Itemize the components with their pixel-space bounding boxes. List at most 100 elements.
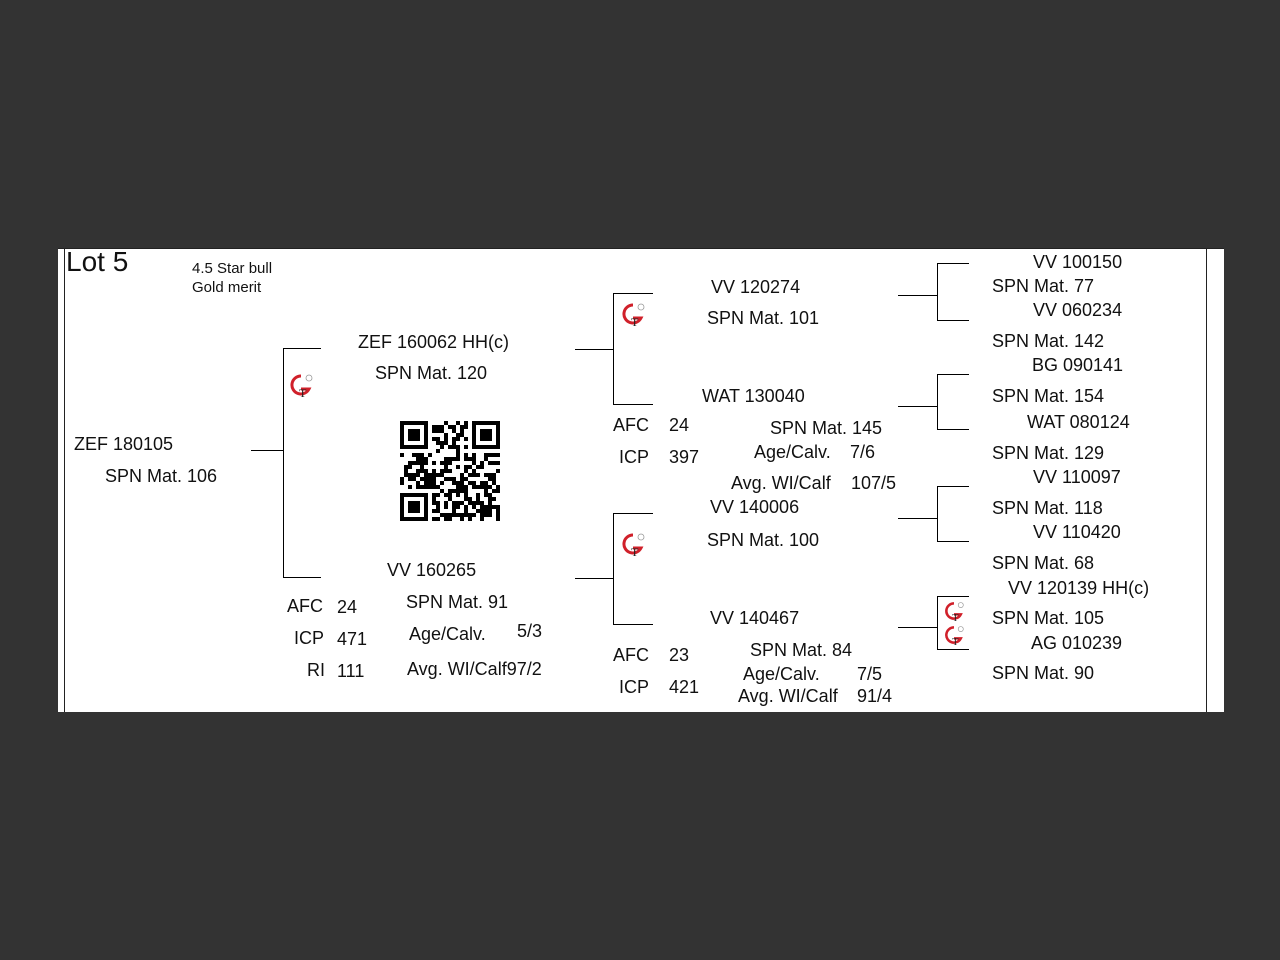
- gen4-id: WAT 080124: [1027, 412, 1130, 432]
- connector: [937, 649, 969, 650]
- dam-spn: SPN Mat. 91: [406, 592, 509, 612]
- dd-wi: 91/4: [857, 686, 893, 706]
- dd-wi-label: Avg. WI/Calf: [738, 686, 838, 706]
- dam-wi: Avg. WI/Calf97/2: [407, 659, 542, 679]
- sd-icp: 397: [669, 447, 700, 467]
- gen4-id: VV 100150: [1033, 252, 1123, 272]
- dam-icp-label: ICP: [294, 628, 325, 648]
- dd-age-label: Age/Calv.: [743, 664, 820, 684]
- connector: [898, 518, 938, 519]
- dam-id: VV 160265: [387, 560, 477, 580]
- sheet-edge-right: [1206, 248, 1207, 712]
- gt-logo-icon: T: [290, 374, 313, 398]
- connector: [613, 293, 653, 294]
- connector: [898, 627, 938, 628]
- ss-id: VV 120274: [711, 277, 801, 297]
- gen4-id: VV 060234: [1033, 300, 1123, 320]
- svg-text:T: T: [952, 613, 959, 622]
- svg-text:T: T: [631, 315, 639, 327]
- dam-age-label: Age/Calv.: [409, 624, 486, 644]
- sd-age-label: Age/Calv.: [754, 442, 831, 462]
- connector: [613, 293, 614, 405]
- gen4-id: BG 090141: [1032, 355, 1124, 375]
- dam-ri-label: RI: [307, 660, 325, 680]
- dam-afc: 24: [337, 597, 358, 617]
- svg-text:T: T: [631, 545, 639, 557]
- connector: [937, 486, 969, 487]
- gen4-id: VV 110420: [1033, 522, 1121, 542]
- ds-id: VV 140006: [710, 497, 800, 517]
- svg-text:T: T: [952, 637, 959, 646]
- connector: [283, 577, 321, 578]
- connector: [283, 348, 284, 578]
- dam-afc-label: AFC: [287, 596, 323, 616]
- connector: [937, 541, 969, 542]
- gt-logo-icon: T: [622, 533, 645, 557]
- sheet-edge-left: [64, 248, 65, 712]
- connector: [251, 450, 283, 451]
- gen4-id: VV 110097: [1033, 467, 1121, 487]
- connector: [613, 624, 653, 625]
- dam-age: 5/3: [517, 621, 543, 641]
- dd-afc: 23: [669, 645, 690, 665]
- dd-icp-label: ICP: [619, 677, 650, 697]
- merit-level: Gold merit: [192, 279, 262, 296]
- sd-id: WAT 130040: [702, 386, 805, 406]
- dd-age: 7/5: [857, 664, 883, 684]
- gt-logo-icon: T: [622, 303, 645, 327]
- connector: [937, 486, 938, 541]
- gen4-spn: SPN Mat. 118: [992, 498, 1103, 518]
- sd-afc-label: AFC: [613, 415, 649, 435]
- gt-logo-icon: T: [945, 626, 964, 646]
- sd-wi: 107/5: [851, 473, 897, 493]
- subject-id: ZEF 180105: [74, 434, 174, 454]
- gen4-id: VV 120139 HH(c): [1008, 578, 1150, 598]
- sire-id: ZEF 160062 HH(c): [358, 332, 510, 352]
- gen4-spn: SPN Mat. 77: [992, 276, 1095, 296]
- lot-title: Lot 5: [66, 248, 129, 277]
- dd-icp: 421: [669, 677, 700, 697]
- connector: [937, 596, 938, 649]
- dd-afc-label: AFC: [613, 645, 649, 665]
- dam-icp: 471: [337, 629, 368, 649]
- connector: [937, 263, 938, 320]
- connector: [613, 404, 653, 405]
- gen4-id: AG 010239: [1031, 633, 1123, 653]
- connector: [613, 513, 614, 625]
- connector: [937, 320, 969, 321]
- connector: [937, 263, 969, 264]
- connector: [937, 429, 969, 430]
- sire-spn: SPN Mat. 120: [375, 363, 488, 383]
- connector: [575, 578, 613, 579]
- connector: [937, 374, 969, 375]
- sd-spn: SPN Mat. 145: [770, 418, 883, 438]
- subject-spn: SPN Mat. 106: [105, 466, 218, 486]
- gen4-spn: SPN Mat. 154: [992, 386, 1105, 406]
- gen4-spn: SPN Mat. 68: [992, 553, 1095, 573]
- gen4-spn: SPN Mat. 129: [992, 443, 1105, 463]
- svg-text:T: T: [299, 386, 307, 398]
- connector: [613, 513, 653, 514]
- connector: [898, 406, 938, 407]
- connector: [575, 349, 613, 350]
- connector: [283, 348, 321, 349]
- connector: [937, 374, 938, 429]
- pedigree-sheet: Lot 5 4.5 Star bull Gold merit ZEF 18010…: [58, 248, 1224, 712]
- ds-spn: SPN Mat. 100: [707, 530, 820, 550]
- gt-logo-icon: T: [945, 602, 964, 622]
- dam-ri: 111: [337, 661, 365, 681]
- gen4-spn: SPN Mat. 105: [992, 608, 1105, 628]
- star-rating: 4.5 Star bull: [192, 260, 273, 277]
- sd-wi-label: Avg. WI/Calf: [731, 473, 831, 493]
- ss-spn: SPN Mat. 101: [707, 308, 820, 328]
- connector: [937, 596, 969, 597]
- gen4-spn: SPN Mat. 142: [992, 331, 1105, 351]
- gen4-spn: SPN Mat. 90: [992, 663, 1095, 683]
- sheet-edge-top: [58, 248, 1224, 249]
- dd-id: VV 140467: [710, 608, 800, 628]
- sd-afc: 24: [669, 415, 690, 435]
- qr-code[interactable]: [400, 421, 500, 521]
- connector: [898, 295, 938, 296]
- sd-age: 7/6: [850, 442, 876, 462]
- sd-icp-label: ICP: [619, 447, 650, 467]
